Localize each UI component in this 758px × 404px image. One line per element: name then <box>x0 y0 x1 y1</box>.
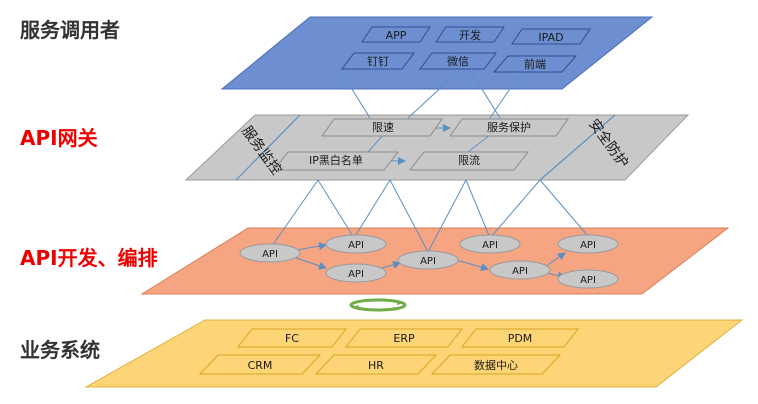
system-box-label: 数据中心 <box>474 358 518 372</box>
gateway-layer-label: API网关 <box>20 126 98 150</box>
consumers-layer-label: 服务调用者 <box>20 18 120 42</box>
system-box-crm: CRM <box>198 354 322 375</box>
consumer-box-label: APP <box>386 29 407 42</box>
consumers-items: APP 开发 IPAD 钉钉 微信 前端 <box>341 26 591 73</box>
consumer-box-label: 微信 <box>447 54 469 68</box>
cycle-arrow-icon <box>349 298 407 312</box>
api-node-label: API <box>348 269 364 280</box>
consumer-connectors <box>339 69 521 119</box>
system-box-fc: FC <box>236 328 348 348</box>
system-box-pdm: PDM <box>460 328 580 348</box>
gateway-left-divider <box>235 114 301 181</box>
systems-items: FC ERP PDM CRM HR 数据中心 <box>198 328 580 375</box>
systems-layer-label: 业务系统 <box>20 338 100 362</box>
api-nodes: API API API API API API API API <box>239 234 619 289</box>
system-box-hr: HR <box>314 354 438 375</box>
api-node: API <box>325 234 387 254</box>
gateway-right-divider <box>539 114 616 181</box>
consumer-box-frontend: 前端 <box>492 55 578 73</box>
api-node: API <box>459 234 521 254</box>
gateway-box-speed-limit: 限速 <box>321 118 443 137</box>
consumer-box-label: 开发 <box>459 28 481 42</box>
consumer-box-app: APP <box>361 26 431 43</box>
gateway-box-rate-limit: 限流 <box>408 151 530 171</box>
consumer-box-label: 前端 <box>524 57 546 71</box>
gateway-box-label: IP黑白名单 <box>309 153 363 167</box>
api-node: API <box>325 263 387 283</box>
api-node-label: API <box>580 240 596 251</box>
consumer-box-dingtalk: 钉钉 <box>341 52 415 70</box>
dev-layer-label: API开发、编排 <box>20 246 158 270</box>
consumer-box-ipad: IPAD <box>511 28 591 45</box>
api-node-label: API <box>482 240 498 251</box>
gateway-box-label: 限速 <box>372 121 394 134</box>
gateway-box-service-protect: 服务保护 <box>449 118 569 137</box>
consumer-box-wechat: 微信 <box>419 52 497 70</box>
gateway-box-label: 限流 <box>458 153 480 167</box>
gateway-dev-connectors <box>271 179 589 253</box>
api-node: API <box>397 250 459 270</box>
system-box-data-center: 数据中心 <box>430 354 562 375</box>
system-box-label: PDM <box>508 332 533 345</box>
api-node: API <box>557 269 619 289</box>
gateway-box-ip-list: IP黑白名单 <box>272 151 400 171</box>
api-node: API <box>557 234 619 254</box>
api-node: API <box>489 260 551 280</box>
gateway-box-label: 服务保护 <box>487 120 531 134</box>
api-node-label: API <box>512 266 528 277</box>
gateway-items: 限速 服务保护 IP黑白名单 限流 <box>272 118 569 171</box>
system-box-label: CRM <box>248 359 273 372</box>
api-node: API <box>239 243 301 263</box>
consumer-box-label: 钉钉 <box>367 55 389 68</box>
system-box-erp: ERP <box>344 328 464 348</box>
system-box-label: ERP <box>393 332 415 345</box>
api-node-label: API <box>420 256 436 267</box>
consumer-box-label: IPAD <box>538 31 563 44</box>
api-node-label: API <box>262 249 278 260</box>
api-node-label: API <box>580 275 596 286</box>
consumer-box-dev: 开发 <box>435 26 505 43</box>
system-box-label: HR <box>368 359 384 372</box>
api-node-label: API <box>348 240 364 251</box>
system-box-label: FC <box>285 332 299 345</box>
